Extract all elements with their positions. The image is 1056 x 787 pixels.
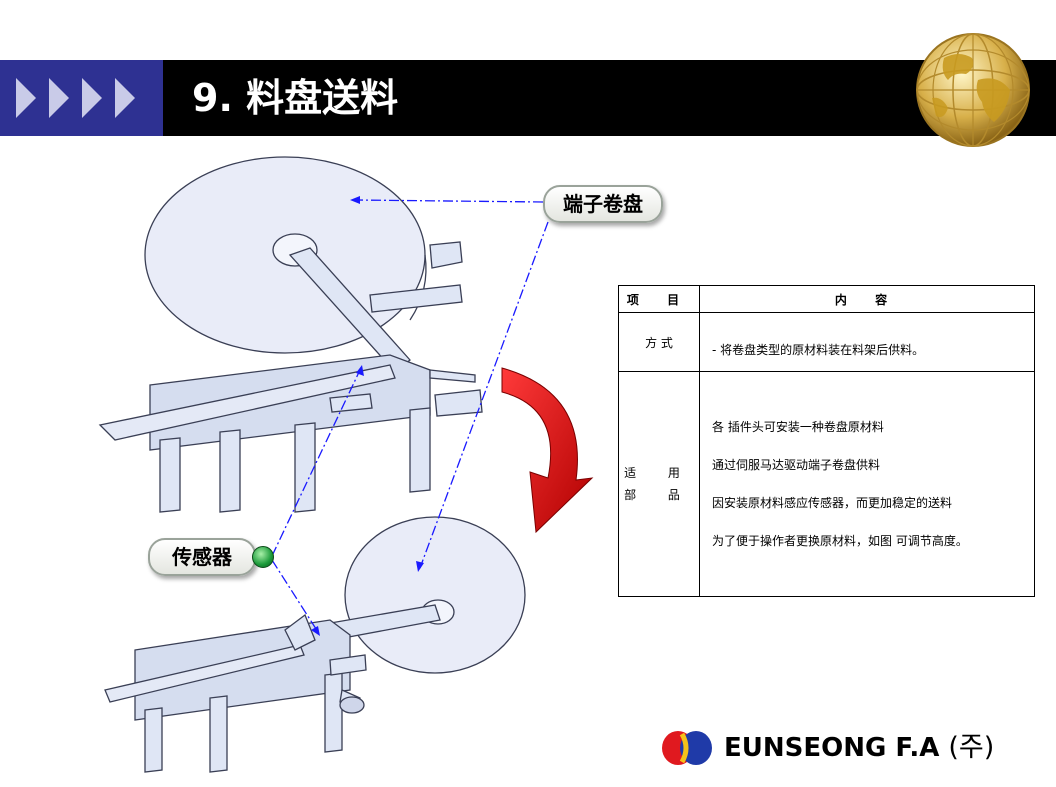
chevron-right-icon (16, 78, 36, 118)
table-row: 适 用 部 品 各 插件头可安装一种卷盘原材料 通过伺服马达驱动端子卷盘供料 因… (618, 371, 1035, 597)
slide-title: 9. 料盘送料 (192, 76, 399, 120)
company-logo-icon (662, 731, 712, 765)
curved-arrow-icon (501, 367, 594, 534)
sensor-callout: 传感器 (148, 538, 256, 576)
company-logo: EUNSEONG F.A (주) (660, 728, 1006, 768)
chevron-right-icon (82, 78, 102, 118)
application-line: 各 插件头可安装一种卷盘原材料 (712, 420, 884, 434)
header-item: 项 目 (618, 285, 700, 313)
sensor-led-icon (252, 546, 274, 568)
globe-icon (916, 33, 1030, 147)
application-line: 通过伺服马达驱动端子卷盘供料 (712, 458, 881, 472)
application-label: 适 用 部 品 (618, 371, 700, 597)
chevron-right-icon (115, 78, 135, 118)
spec-table: 项 目 内 容 方 式 - 将卷盘类型的原材料装在料架后供料。 适 用 部 品 … (618, 285, 1035, 597)
application-label-line1: 适 用 (624, 466, 694, 480)
company-suffix: (주) (948, 732, 995, 763)
company-name: EUNSEONG F.A (주) (724, 728, 994, 768)
method-cell: - 将卷盘类型的原材料装在料架后供料。 (699, 312, 1035, 372)
header-bar (0, 60, 1056, 136)
application-line: 为了便于操作者更换原材料，如图 可调节高度。 (712, 534, 968, 548)
table-header-row: 项 目 内 容 (618, 285, 1035, 313)
application-cell: 各 插件头可安装一种卷盘原材料 通过伺服马达驱动端子卷盘供料 因安装原材料感应传… (699, 371, 1035, 597)
method-text: - 将卷盘类型的原材料装在料架后供料。 (712, 342, 925, 357)
reel-callout: 端子卷盘 (543, 185, 663, 223)
method-label: 方 式 (618, 312, 700, 372)
company-name-text: EUNSEONG F.A (724, 733, 940, 763)
table-row: 方 式 - 将卷盘类型的原材料装在料架后供料。 (618, 312, 1035, 372)
chevron-right-icon (49, 78, 69, 118)
application-line: 因安装原材料感应传感器，而更加稳定的送料 (712, 496, 953, 510)
application-label-line2: 部 品 (624, 488, 694, 502)
header-content: 内 容 (699, 285, 1035, 313)
